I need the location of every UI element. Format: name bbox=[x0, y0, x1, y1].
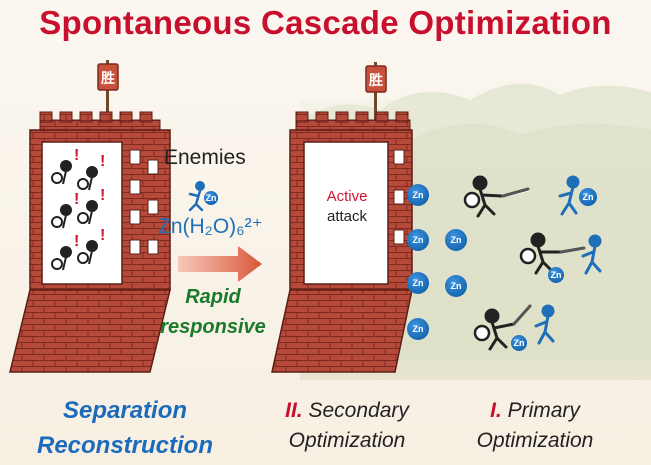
enemy-zn-balls bbox=[511, 188, 597, 351]
rapid-text: Rapid bbox=[185, 286, 241, 308]
secondary-optimization-text: Optimization bbox=[288, 429, 406, 452]
secondary-word: Secondary bbox=[308, 399, 409, 422]
alert-mark-5: ! bbox=[74, 233, 79, 250]
zn-label: Zn bbox=[451, 281, 462, 291]
alert-mark-4: ! bbox=[100, 187, 105, 204]
responsive-text: responsive bbox=[160, 316, 266, 338]
active-attack-label: Active attack bbox=[310, 187, 384, 227]
left-flag-char: 胜 bbox=[101, 71, 115, 87]
diagram-title: Spontaneous Cascade Optimization bbox=[39, 4, 612, 41]
zn-label: Zn bbox=[206, 193, 217, 203]
primary-numeral: I. bbox=[490, 399, 502, 422]
separation-reconstruction-label: Separation Reconstruction bbox=[10, 393, 240, 463]
enemy-icon bbox=[188, 181, 218, 212]
zn-label: Zn bbox=[583, 192, 594, 202]
zn-label: Zn bbox=[413, 324, 424, 334]
zn-label: Zn bbox=[514, 338, 525, 348]
separation-text: Separation bbox=[62, 397, 188, 424]
middle-flag-char: 胜 bbox=[369, 73, 383, 89]
zn-label: Zn bbox=[413, 235, 424, 245]
reconstruction-text: Reconstruction bbox=[36, 432, 213, 459]
left-tower bbox=[9, 60, 171, 373]
transition-arrow bbox=[178, 246, 262, 282]
zn-label: Zn bbox=[413, 190, 424, 200]
alert-mark-2: ! bbox=[100, 153, 105, 170]
secondary-numeral: II. bbox=[285, 399, 303, 422]
attack-text: attack bbox=[326, 208, 368, 225]
zinc-formula: Zn(H₂O)₆²⁺ bbox=[158, 215, 263, 238]
primary-word: Primary bbox=[507, 399, 580, 422]
middle-tower bbox=[271, 62, 413, 373]
active-text: Active bbox=[326, 188, 368, 205]
alert-mark-6: ! bbox=[100, 227, 105, 244]
rapid-responsive-label: Rapid responsive bbox=[158, 282, 268, 342]
zn-label: Zn bbox=[451, 235, 462, 245]
swords bbox=[501, 187, 586, 326]
primary-optimization-label: I. Primary Optimization bbox=[455, 396, 615, 456]
enemies-label: Enemies bbox=[164, 146, 246, 169]
alert-mark-1: ! bbox=[74, 147, 79, 164]
primary-optimization-text: Optimization bbox=[476, 429, 594, 452]
zn-label: Zn bbox=[551, 270, 562, 280]
alert-mark-3: ! bbox=[74, 191, 79, 208]
zn-label: Zn bbox=[413, 278, 424, 288]
enemy-figures bbox=[534, 175, 602, 345]
secondary-optimization-label: II. Secondary Optimization bbox=[262, 396, 432, 456]
zn-ions bbox=[407, 184, 467, 340]
